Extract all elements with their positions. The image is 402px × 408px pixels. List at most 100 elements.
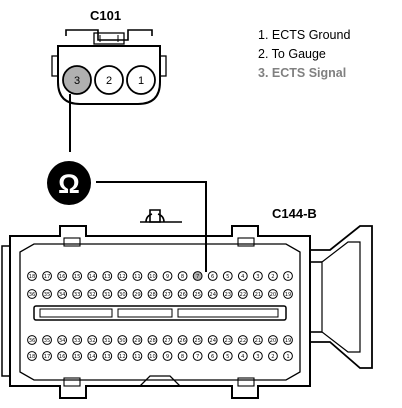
c101-pin-1-label: 1 bbox=[138, 75, 144, 87]
c144b-top-b-pin-25: 25 bbox=[192, 289, 203, 299]
c144b-bottom-a-pin-32: 32 bbox=[87, 335, 98, 345]
c144b-bottom-a-pin-26: 26 bbox=[177, 335, 188, 345]
c144b-bottom-b-pin-2: 2 bbox=[268, 351, 278, 361]
c144b-bottom-b-pin-label: 5 bbox=[226, 354, 229, 360]
c144b-bottom-b-pin-label: 17 bbox=[44, 354, 51, 360]
c101-pin-2-label: 2 bbox=[106, 75, 112, 87]
c144b-bottom-a-pin-27: 27 bbox=[162, 335, 173, 345]
c144b-top-a-pin-6: 6 bbox=[207, 271, 218, 281]
c144b-bottom-a-pin-label: 20 bbox=[270, 338, 277, 344]
c144b-top-b-pin-label: 29 bbox=[134, 292, 141, 298]
c144b-top-b-pin-label: 25 bbox=[194, 292, 201, 298]
c101-pin-3: 3 bbox=[62, 65, 92, 95]
c144b-bottom-a-pin-20: 20 bbox=[268, 335, 278, 345]
c144b-top-a-pin-11: 11 bbox=[132, 271, 143, 281]
c144b-bottom-b-pin-3: 3 bbox=[252, 351, 263, 361]
c144b-bottom-a-pin-label: 26 bbox=[179, 338, 186, 344]
c144b-top-b-pin-32: 32 bbox=[87, 289, 98, 299]
c144b-bottom-a-pin-29: 29 bbox=[132, 335, 143, 345]
c144b-top-b-pin-22: 22 bbox=[237, 289, 248, 299]
c144b-bottom-a-pin-label: 34 bbox=[59, 338, 66, 344]
c144b-bottom-b-pin-9: 9 bbox=[162, 351, 173, 361]
c144b-top-b-pin-23: 23 bbox=[222, 289, 233, 299]
c144b-top-a-pin-5: 5 bbox=[222, 271, 233, 281]
c144b-bottom-b-pin-label: 13 bbox=[104, 354, 111, 360]
c144b-top-b-pin-label: 19 bbox=[285, 292, 292, 298]
c144b-bottom-a-pin-label: 35 bbox=[44, 338, 51, 344]
c144b-bottom-b-pin-14: 14 bbox=[87, 351, 98, 361]
c144b-top-b-pin-label: 34 bbox=[59, 292, 66, 298]
c144b-bottom-a-pin-label: 33 bbox=[74, 338, 81, 344]
c144b-bottom-b-pin-18: 18 bbox=[27, 351, 37, 361]
c144b-bottom-b-pin-13: 13 bbox=[102, 351, 113, 361]
c144b-bottom-a-pin-label: 21 bbox=[255, 338, 262, 344]
c144b-top-a-pin-8: 8 bbox=[177, 271, 188, 281]
c144b-top-b-pin-label: 26 bbox=[179, 292, 186, 298]
c144b-top-b-pin-label: 20 bbox=[270, 292, 277, 298]
c144b-bottom-b-pin-label: 8 bbox=[181, 354, 184, 360]
c144b-bottom-b-pin-label: 7 bbox=[196, 354, 199, 360]
c144b-bottom-a-pin-21: 21 bbox=[252, 335, 263, 345]
c144b-top-b-pin-30: 30 bbox=[117, 289, 128, 299]
c101-pin-1: 1 bbox=[126, 65, 156, 95]
c144b-bottom-b-pin-label: 14 bbox=[89, 354, 96, 360]
c144b-bottom-a-pin-label: 30 bbox=[119, 338, 126, 344]
c144b-top-a-pin-label: 18 bbox=[29, 274, 36, 280]
c144b-bottom-a-pin-label: 22 bbox=[240, 338, 247, 344]
c144b-bottom-a-pin-label: 23 bbox=[224, 338, 231, 344]
c144b-top-a-pin-12: 12 bbox=[117, 271, 128, 281]
c144b-bottom-a-pin-label: 31 bbox=[104, 338, 111, 344]
c144b-top-b-pin-label: 35 bbox=[44, 292, 51, 298]
c144b-top-a-pin-label: 12 bbox=[119, 274, 126, 280]
c144b-top-a-pin-13: 13 bbox=[102, 271, 113, 281]
c144b-bottom-b-pin-8: 8 bbox=[177, 351, 188, 361]
c144b-bottom-a-pin-34: 34 bbox=[57, 335, 68, 345]
legend-item-3: 3. ECTS Signal bbox=[258, 66, 346, 80]
c144b-top-b-pin-label: 24 bbox=[209, 292, 216, 298]
c144b-bottom-a-pin-label: 24 bbox=[209, 338, 216, 344]
c101-connector bbox=[51, 29, 167, 105]
c144b-top-b-pin-36: 36 bbox=[27, 289, 37, 299]
c144b-top-a-pin-4: 4 bbox=[237, 271, 248, 281]
c144b-top-a-pin-label: 14 bbox=[89, 274, 96, 280]
c144b-top-a-pin-label: 5 bbox=[226, 274, 229, 280]
c144b-bottom-b-pin-16: 16 bbox=[57, 351, 68, 361]
c144b-top-a-pin-label: 6 bbox=[211, 274, 214, 280]
c144b-bottom-a-pin-23: 23 bbox=[222, 335, 233, 345]
c144b-bottom-a-pin-label: 36 bbox=[29, 338, 36, 344]
c144b-bottom-b-pin-6: 6 bbox=[207, 351, 218, 361]
c144b-bottom-b-pin-label: 16 bbox=[59, 354, 66, 360]
ohmmeter-icon: Ω bbox=[47, 161, 91, 205]
c144b-top-a-pin-label: 8 bbox=[181, 274, 184, 280]
c144b-top-a-pin-1: 1 bbox=[283, 271, 293, 281]
c144b-bottom-b-pin-label: 2 bbox=[271, 354, 274, 360]
c144b-top-b-pin-21: 21 bbox=[252, 289, 263, 299]
c144b-top-b-pin-33: 33 bbox=[72, 289, 83, 299]
c144b-bottom-b-pin-12: 12 bbox=[117, 351, 128, 361]
c144b-bottom-b-pin-label: 15 bbox=[74, 354, 81, 360]
c144b-bottom-b-pin-label: 1 bbox=[286, 354, 289, 360]
ohm-symbol: Ω bbox=[58, 169, 80, 199]
c144b-bottom-a-pin-label: 27 bbox=[164, 338, 171, 344]
c144b-bottom-a-pin-label: 25 bbox=[194, 338, 201, 344]
c144b-bottom-b-pin-11: 11 bbox=[132, 351, 143, 361]
c144b-top-b-pin-35: 35 bbox=[42, 289, 52, 299]
test-leads bbox=[69, 94, 207, 272]
c144b-top-a-pin-label: 16 bbox=[59, 274, 66, 280]
c144b-top-a-pin-label: 1 bbox=[286, 274, 289, 280]
c144b-bottom-b-pin-1: 1 bbox=[283, 351, 293, 361]
c144b-bottom-a-pin-label: 19 bbox=[285, 338, 292, 344]
c144b-top-a-pin-2: 2 bbox=[268, 271, 278, 281]
c144b-top-a-pin-10: 10 bbox=[147, 271, 158, 281]
c144b-top-a-pin-label: 15 bbox=[74, 274, 81, 280]
c144b-bottom-b-pin-4: 4 bbox=[237, 351, 248, 361]
c144b-bottom-b-pin-label: 18 bbox=[29, 354, 36, 360]
c144b-top-b-pin-label: 22 bbox=[240, 292, 247, 298]
c144b-top-b-pin-28: 28 bbox=[147, 289, 158, 299]
c144b-top-a-pin-label: 7 bbox=[196, 274, 199, 280]
c144b-top-a-pin-18: 18 bbox=[27, 271, 37, 281]
c144b-bottom-a-pin-36: 36 bbox=[27, 335, 37, 345]
c144b-bottom-a-pin-30: 30 bbox=[117, 335, 128, 345]
c144b-bottom-b-pin-label: 3 bbox=[256, 354, 259, 360]
